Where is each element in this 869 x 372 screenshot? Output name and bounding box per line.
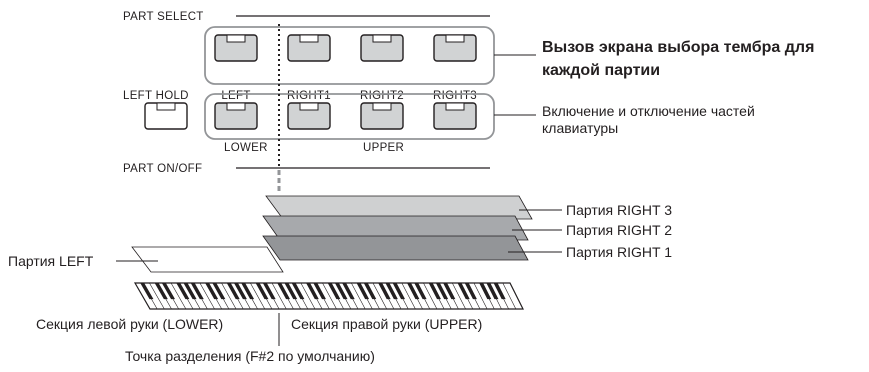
right3-onoff-button[interactable]	[433, 102, 477, 130]
black-key	[464, 283, 477, 300]
keyboard	[133, 282, 524, 310]
white-key-edge	[372, 282, 387, 310]
black-key	[291, 283, 305, 300]
black-key	[205, 283, 219, 300]
onoff-callout-line1: Включение и отключение частей	[542, 103, 755, 119]
black-key	[233, 283, 247, 300]
black-key	[392, 283, 406, 300]
black-key	[241, 283, 255, 300]
white-key-edge	[250, 282, 266, 310]
white-key-edge	[502, 282, 517, 310]
black-key	[342, 283, 355, 300]
black-key	[277, 283, 291, 300]
black-key	[255, 283, 269, 300]
upper-label: UPPER	[363, 142, 404, 154]
black-key	[212, 283, 226, 300]
select-callout-line2: каждой партии	[542, 62, 660, 79]
right2-layer	[262, 215, 529, 241]
black-key	[226, 283, 240, 300]
onoff-callout-line2: клавиатуры	[542, 120, 618, 136]
lower-section-label: Секция левой руки (LOWER)	[36, 316, 223, 332]
right3-select-button[interactable]	[433, 34, 477, 62]
left-part-label: Партия LEFT	[8, 253, 94, 269]
part-onoff-label: PART ON/OFF	[123, 163, 202, 175]
right2-part-label: Партия RIGHT 2	[566, 222, 672, 238]
black-key	[457, 283, 470, 300]
white-key-edge	[271, 282, 287, 310]
white-key-edge	[149, 282, 165, 310]
white-key-edge	[322, 282, 337, 310]
right1-button-label: RIGHT1	[287, 90, 331, 102]
black-key	[414, 283, 427, 300]
black-key	[479, 283, 492, 300]
black-key	[183, 283, 197, 300]
black-key	[140, 283, 154, 300]
black-key	[443, 283, 456, 300]
black-key	[190, 283, 204, 300]
black-key	[313, 283, 326, 300]
keyboard-keys	[140, 282, 517, 310]
black-key	[262, 283, 276, 300]
right1-layer	[262, 235, 529, 261]
black-key	[378, 283, 391, 300]
black-key	[327, 283, 341, 300]
left-hold-label: LEFT HOLD	[123, 90, 189, 102]
split-point-label: Точка разделения (F#2 по умолчанию)	[125, 348, 375, 364]
right2-button-label: RIGHT2	[360, 90, 404, 102]
black-key	[435, 283, 449, 300]
left-hold-button[interactable]	[144, 102, 188, 130]
right2-select-button[interactable]	[360, 34, 404, 62]
select-callout-line1: Вызов экрана выбора тембра для	[542, 39, 814, 56]
right3-layer	[265, 195, 533, 220]
upper-section-label: Секция правой руки (UPPER)	[291, 316, 482, 332]
left-layer	[131, 246, 284, 273]
right3-part-label: Партия RIGHT 3	[566, 202, 672, 218]
right1-select-button[interactable]	[287, 34, 331, 62]
white-key-edge	[300, 282, 316, 310]
black-key	[176, 283, 190, 300]
black-key	[385, 283, 398, 300]
black-key	[334, 283, 348, 300]
white-key-edge	[473, 282, 488, 310]
black-key	[363, 283, 377, 300]
left-select-button[interactable]	[214, 34, 258, 62]
right2-onoff-button[interactable]	[360, 102, 404, 130]
black-key	[356, 283, 370, 300]
white-key-edge	[199, 282, 215, 310]
part-select-label: PART SELECT	[123, 11, 204, 23]
black-key	[161, 283, 176, 300]
left-onoff-button[interactable]	[214, 102, 258, 130]
onoff-button-group	[204, 93, 495, 140]
black-key	[428, 283, 441, 300]
black-key	[306, 283, 319, 300]
white-key-edge	[452, 282, 466, 310]
white-key-edge	[351, 282, 366, 310]
black-key	[154, 283, 168, 300]
black-key	[284, 283, 298, 300]
white-key-edge	[170, 282, 187, 310]
lower-label: LOWER	[224, 142, 268, 154]
left-button-label: LEFT	[221, 90, 250, 102]
black-key	[493, 283, 506, 300]
white-key-edge	[221, 282, 237, 310]
black-key	[486, 283, 499, 300]
right1-onoff-button[interactable]	[287, 102, 331, 130]
black-key	[407, 283, 420, 300]
white-key-edge	[423, 282, 438, 310]
right3-button-label: RIGHT3	[433, 90, 477, 102]
white-key-edge	[401, 282, 416, 310]
right1-part-label: Партия RIGHT 1	[566, 244, 672, 260]
